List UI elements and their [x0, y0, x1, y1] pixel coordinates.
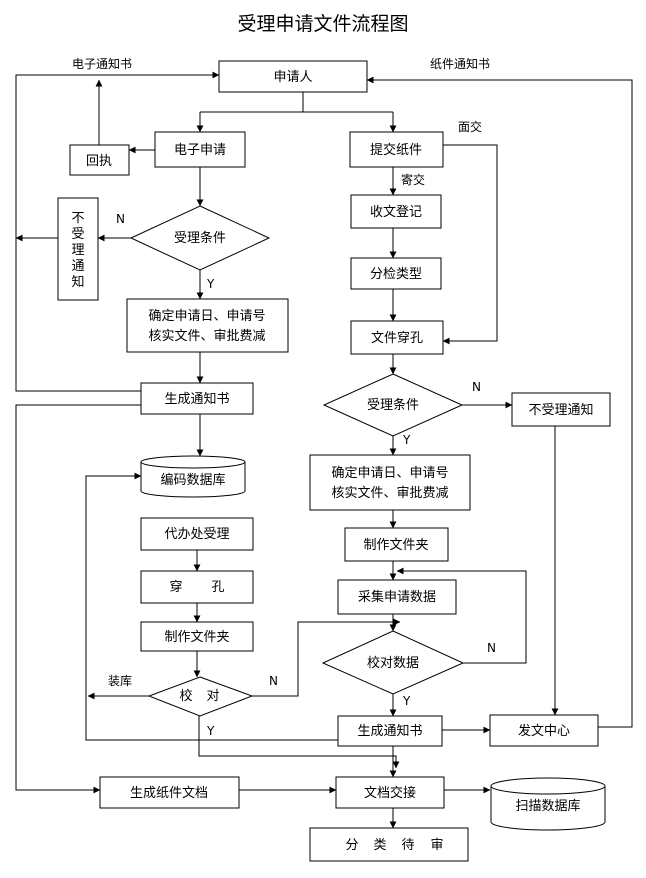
punch-left-box — [140, 570, 254, 604]
paper-rejection-notice-label: 不受理通知 — [528, 402, 593, 418]
punch-left-char-1: 穿 — [169, 579, 182, 595]
document-punch-label: 文件穿孔 — [371, 330, 423, 346]
applicant-box — [218, 60, 368, 93]
receipt-label: 回执 — [86, 154, 112, 169]
code-database-cylinder — [140, 455, 246, 498]
check-left-diamond — [147, 676, 254, 717]
load-db-label: 装库 — [108, 673, 132, 688]
dispatch-center-label: 发文中心 — [518, 723, 570, 739]
collect-data-box — [337, 579, 457, 615]
receipt-box — [69, 144, 130, 176]
receive-register-box — [350, 194, 442, 229]
electronic-rejection-notice-char-5: 知 — [71, 274, 84, 290]
receive-register-label: 收文登记 — [370, 205, 422, 220]
paper-acceptance-condition-label: 受理条件 — [367, 397, 419, 413]
make-folder-left-box — [140, 621, 254, 652]
electronic-notice-label: 电子通知书 — [72, 57, 132, 71]
electronic-acceptance-condition-label: 受理条件 — [174, 230, 226, 246]
face-to-face-label: 面交 — [458, 119, 482, 134]
classify-pending-char-1: 分 — [345, 838, 358, 853]
electronic-rejection-notice-char-1: 不 — [71, 211, 84, 226]
submit-paper-label: 提交纸件 — [370, 142, 422, 158]
electronic-rejection-notice-char-3: 理 — [71, 243, 84, 258]
electronic-confirm-line-2: 核实文件、审批费减 — [148, 329, 265, 344]
electronic-condition-no-label: N — [116, 212, 125, 226]
paper-rejection-notice-box — [511, 392, 611, 427]
document-handover-label: 文档交接 — [364, 785, 416, 801]
electronic-confirm-line-1: 确定申请日、申请号 — [148, 309, 265, 324]
paper-notice-label: 纸件通知书 — [430, 57, 490, 71]
check-left-char-1: 校 — [179, 688, 192, 704]
punch-left-char-2: 孔 — [211, 580, 224, 595]
check-data-yes-label: Y — [402, 694, 411, 708]
scan-database-cylinder — [490, 777, 606, 831]
collect-data-label: 采集申请数据 — [358, 589, 436, 605]
paper-condition-yes-label: Y — [402, 433, 411, 447]
electronic-generate-notice-box — [140, 382, 254, 415]
make-folder-right-label: 制作文件夹 — [363, 538, 428, 553]
agent-accept-label: 代办处受理 — [164, 527, 229, 542]
document-handover-box — [335, 776, 445, 809]
applicant-label: 申请人 — [273, 70, 312, 85]
check-left-yes-label: Y — [206, 724, 215, 738]
generate-paper-doc-label: 生成纸件文档 — [130, 786, 208, 801]
electronic-generate-notice-label: 生成通知书 — [164, 391, 229, 407]
electronic-rejection-notice-char-4: 通 — [71, 259, 84, 274]
classify-pending-char-3: 待 — [401, 838, 414, 853]
paper-confirm-line-1: 确定申请日、申请号 — [331, 466, 448, 481]
classify-pending-box — [309, 827, 469, 862]
document-punch-box — [350, 320, 444, 355]
paper-confirm-box — [309, 454, 471, 511]
paper-confirm-line-2: 核实文件、审批费减 — [331, 486, 448, 501]
paper-acceptance-condition-diamond — [322, 373, 464, 437]
agent-accept-box — [140, 517, 254, 551]
generate-paper-doc-box — [99, 776, 240, 809]
paper-generate-notice-label: 生成通知书 — [357, 723, 422, 739]
electronic-condition-yes-label: Y — [206, 277, 215, 291]
check-left-char-2: 对 — [206, 689, 219, 704]
chart-title: 受理申请文件流程图 — [237, 13, 408, 35]
electronic-rejection-notice-box — [57, 197, 99, 301]
make-folder-right-box — [344, 527, 449, 562]
connectors — [15, 71, 633, 829]
classify-pending-char-4: 审 — [430, 838, 443, 853]
code-database-label: 编码数据库 — [160, 472, 225, 488]
classify-pending-char-2: 类 — [373, 838, 386, 853]
mail-label: 寄交 — [401, 172, 425, 187]
scan-database-label: 扫描数据库 — [515, 798, 580, 814]
sort-type-box — [350, 257, 442, 290]
check-data-label: 校对数据 — [367, 655, 419, 671]
submit-paper-box — [349, 131, 444, 168]
electronic-application-box — [154, 131, 246, 168]
electronic-application-label: 电子申请 — [174, 143, 226, 158]
electronic-rejection-notice-char-2: 受 — [71, 227, 84, 242]
check-data-no-label: N — [487, 641, 496, 655]
check-left-no-label: N — [269, 674, 278, 688]
dispatch-center-box — [489, 714, 599, 747]
check-data-diamond — [321, 630, 465, 695]
paper-generate-notice-box — [337, 715, 443, 747]
make-folder-left-label: 制作文件夹 — [164, 630, 229, 645]
paper-condition-no-label: N — [472, 380, 481, 394]
sort-type-label: 分检类型 — [370, 267, 422, 282]
electronic-acceptance-condition-diamond — [129, 205, 271, 271]
electronic-confirm-box — [126, 298, 289, 353]
